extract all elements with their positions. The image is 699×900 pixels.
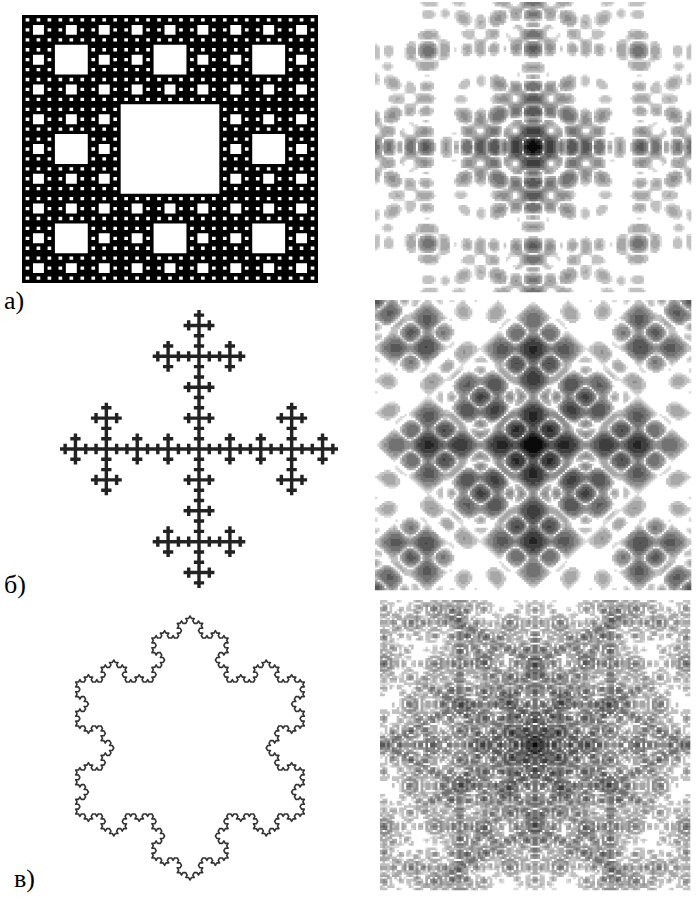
- spectrum-level: [422, 46, 644, 249]
- fourier-spectrum: [375, 2, 691, 292]
- spectrum-level: [380, 607, 690, 884]
- spectrum-level: [375, 2, 691, 292]
- spectrum-level: [375, 300, 691, 590]
- spectrum-level: [533, 743, 538, 748]
- vicsek-fractal: [60, 310, 338, 588]
- fourier-spectrum: [380, 600, 690, 890]
- panel-label: в): [14, 866, 35, 892]
- spectrum-level: [375, 300, 691, 590]
- spectrum-level: [418, 339, 649, 551]
- spectrum-level: [375, 300, 691, 590]
- fourier-spectrum: [375, 300, 691, 590]
- carpet-holes: [26, 18, 315, 279]
- spectrum-level: [375, 2, 691, 292]
- spectrum-level: [459, 662, 612, 827]
- spectrum-level: [380, 600, 690, 890]
- koch-snowflake: [76, 616, 305, 880]
- spectrum-level: [526, 141, 540, 154]
- spectrum-level: [375, 300, 691, 590]
- spectrum-level: [380, 600, 690, 890]
- panel-label: а): [4, 288, 24, 314]
- spectrum-level: [380, 600, 690, 890]
- spectrum-level: [425, 346, 642, 545]
- spectrum-level: [524, 437, 542, 454]
- spectrum-level: [375, 2, 691, 292]
- panel-label: б): [4, 572, 26, 598]
- spectrum-level: [375, 300, 691, 590]
- spectrum-level: [380, 609, 690, 881]
- spectrum-level: [380, 600, 690, 890]
- carpet-body: [22, 15, 318, 283]
- spectrum-level: [513, 128, 554, 166]
- sierpinski-carpet: [22, 15, 318, 283]
- snowflake-outline: [76, 616, 305, 880]
- spectrum-level: [511, 732, 559, 759]
- spectrum-level: [375, 2, 691, 292]
- spectrum-level: [375, 300, 691, 590]
- spectrum-level: [524, 139, 542, 156]
- spectrum-level: [375, 2, 691, 292]
- cross-cells: [60, 310, 338, 588]
